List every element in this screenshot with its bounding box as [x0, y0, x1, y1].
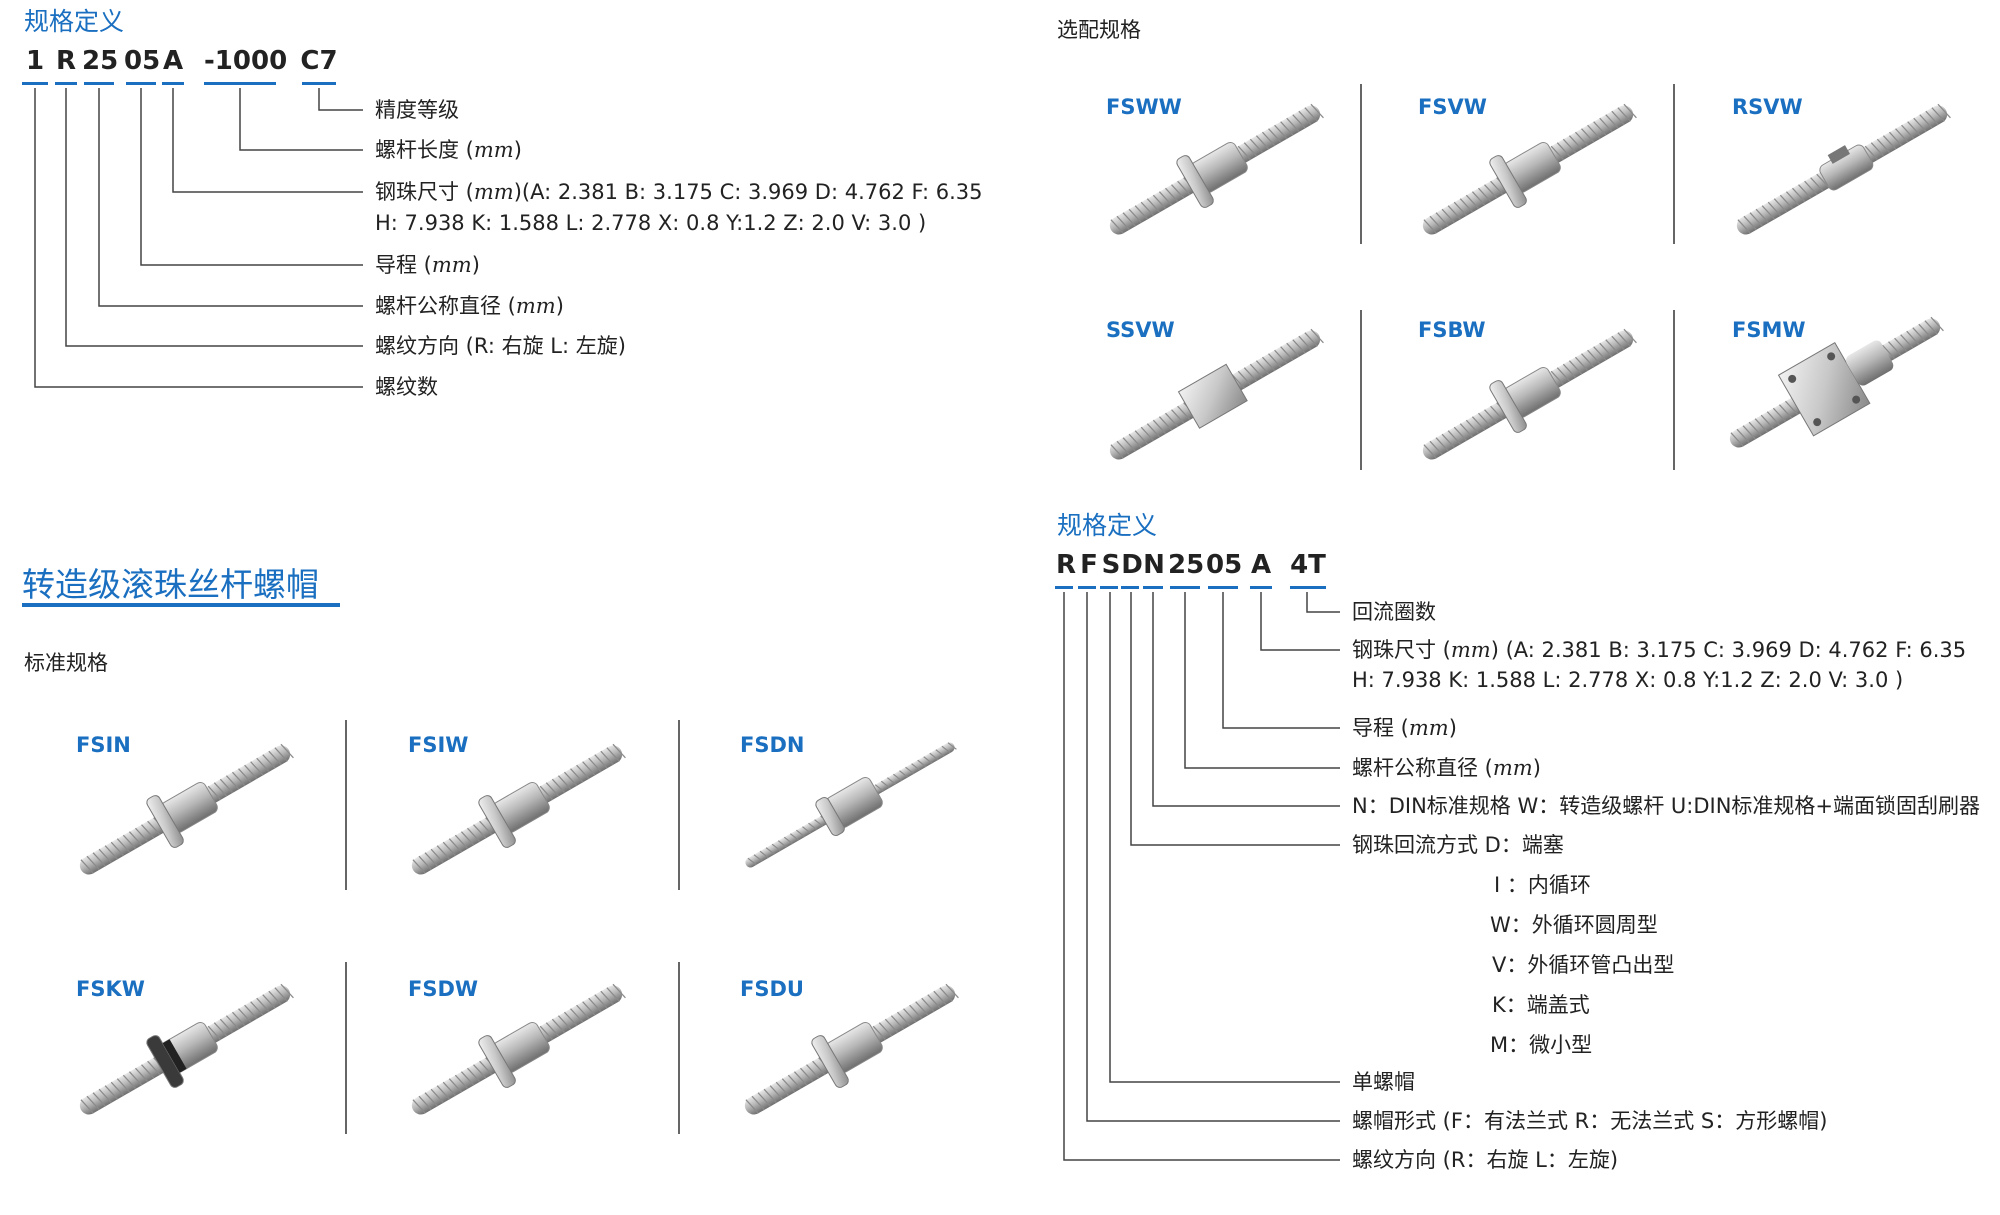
product-label-fsvw: FSVW — [1418, 95, 1487, 119]
desc2-nominal-diameter: 螺杆公称直径 (mm) — [1352, 756, 1541, 780]
column-divider — [345, 720, 347, 890]
fsdu-illustration — [744, 983, 959, 1115]
code-underline — [1250, 586, 1272, 589]
code-underline — [1055, 586, 1073, 589]
desc2-return-external-circ: W：外循环圆周型 — [1490, 913, 1658, 937]
code-underline — [126, 82, 156, 85]
column-divider — [1360, 310, 1362, 470]
code2-thread-direction: R — [1055, 550, 1077, 580]
column-divider — [678, 720, 680, 890]
desc2-ball-size: 钢珠尺寸 (mm) (A: 2.381 B: 3.175 C: 3.969 D:… — [1352, 638, 1967, 662]
code-underline — [55, 82, 77, 85]
product-label-rsvw: RSVW — [1732, 95, 1803, 119]
column-divider — [678, 962, 680, 1134]
optional-spec-subtitle: 选配规格 — [1057, 18, 1141, 42]
desc2-single-nut: 单螺帽 — [1352, 1070, 1415, 1094]
product-label-fsdu: FSDU — [740, 977, 804, 1001]
code2-diameter: 25 — [1168, 550, 1205, 580]
fsin-illustration — [79, 743, 294, 875]
desc2-nut-form: 螺帽形式 (F：有法兰式 R：无法兰式 S：方形螺帽) — [1352, 1109, 1828, 1133]
code-underline — [1143, 586, 1163, 589]
product-label-fsbw: FSBW — [1418, 318, 1486, 342]
product-label-fsin: FSIN — [76, 733, 131, 757]
desc-nominal-diameter: 螺杆公称直径 (mm) — [375, 294, 564, 318]
code-part-lead: 05 — [124, 46, 161, 76]
code2-lead: 05 — [1206, 550, 1243, 580]
rsvw-illustration — [1736, 103, 1951, 235]
fsvw-illustration — [1422, 103, 1637, 235]
desc2-return-endcap: K：端盖式 — [1492, 993, 1590, 1017]
code-underline — [204, 82, 276, 85]
code-underline — [1078, 586, 1096, 589]
code-underline — [1121, 586, 1139, 589]
column-divider — [1673, 84, 1675, 244]
fsdw-illustration — [411, 983, 626, 1115]
top-left-leader-lines — [34, 88, 363, 388]
code-underline — [302, 82, 336, 85]
code2-nut-type: F — [1080, 550, 1098, 580]
fsmw-illustration — [1729, 316, 1944, 448]
product-label-ssvw: SSVW — [1106, 318, 1175, 342]
code-underline — [1170, 586, 1200, 589]
desc-thread-direction: 螺纹方向 (R: 右旋 L: 左旋) — [375, 334, 626, 358]
fsdn-illustration — [745, 742, 957, 868]
code-underline — [22, 82, 48, 85]
fskw-illustration — [79, 983, 294, 1115]
desc-ball-size: 钢珠尺寸 (mm)(A: 2.381 B: 3.175 C: 3.969 D: … — [375, 180, 983, 204]
code-part-diameter: 25 — [82, 46, 119, 76]
section-title-underline — [22, 603, 340, 607]
code-underline — [84, 82, 114, 85]
spec-definition-title: 规格定义 — [24, 7, 125, 36]
ssvw-illustration — [1109, 328, 1324, 460]
code-underline — [162, 82, 184, 85]
fsiw-illustration — [411, 743, 626, 875]
code2-ball-size: A — [1250, 550, 1272, 580]
desc-screw-length: 螺杆长度 (mm) — [375, 138, 522, 162]
product-label-fskw: FSKW — [76, 977, 145, 1001]
desc2-return-turns: 回流圈数 — [1352, 600, 1436, 624]
desc-accuracy-grade: 精度等级 — [375, 98, 459, 122]
code2-single-nut: S — [1101, 550, 1121, 580]
product-label-fsiw: FSIW — [408, 733, 469, 757]
code2-turns: 4T — [1290, 550, 1326, 580]
desc2-return-mini: M：微小型 — [1490, 1033, 1593, 1057]
code-part-ball-size: A — [162, 46, 184, 76]
desc2-thread-direction: 螺纹方向 (R：右旋 L：左旋) — [1352, 1148, 1619, 1172]
fsbw-illustration — [1422, 328, 1637, 460]
product-label-fsww: FSWW — [1106, 95, 1182, 119]
desc2-return-external-tube: V：外循环管凸出型 — [1492, 953, 1675, 977]
fsww-illustration — [1109, 103, 1324, 235]
desc-thread-count: 螺纹数 — [375, 375, 438, 399]
product-label-fsdw: FSDW — [408, 977, 479, 1001]
code-part-accuracy: C7 — [300, 46, 338, 76]
product-label-fsmw: FSMW — [1732, 318, 1806, 342]
desc-lead: 导程 (mm) — [375, 253, 480, 277]
standard-spec-subtitle: 标准规格 — [24, 651, 108, 675]
column-divider — [1360, 84, 1362, 244]
spec-definition-title-2: 规格定义 — [1057, 511, 1158, 540]
product-label-fsdn: FSDN — [740, 733, 805, 757]
desc2-ball-size-line2: H: 7.938 K: 1.588 L: 2.778 X: 0.8 Y:1.2 … — [1352, 668, 1904, 692]
desc2-return-internal: I ：内循环 — [1494, 873, 1591, 897]
desc2-din-type: N：DIN标准规格 W：转造级螺杆 U:DIN标准规格+端面锁固刮刷器 — [1352, 794, 1981, 818]
code-underline — [1100, 586, 1118, 589]
code2-din: N — [1143, 550, 1165, 580]
code-part-thread-count: 1 — [25, 46, 45, 76]
section-title: 转造级滚珠丝杆螺帽 — [22, 565, 319, 604]
desc2-lead: 导程 (mm) — [1352, 716, 1457, 740]
desc2-return-method: 钢珠回流方式 D：端塞 — [1352, 833, 1564, 857]
desc-ball-size-line2: H: 7.938 K: 1.588 L: 2.778 X: 0.8 Y:1.2 … — [375, 211, 927, 235]
code2-return-type: D — [1121, 550, 1143, 580]
code-part-thread-direction: R — [55, 46, 77, 76]
code-part-length: -1000 — [204, 46, 288, 76]
column-divider — [345, 962, 347, 1134]
code-underline — [1290, 586, 1326, 589]
code-underline — [1208, 586, 1238, 589]
column-divider — [1673, 310, 1675, 470]
